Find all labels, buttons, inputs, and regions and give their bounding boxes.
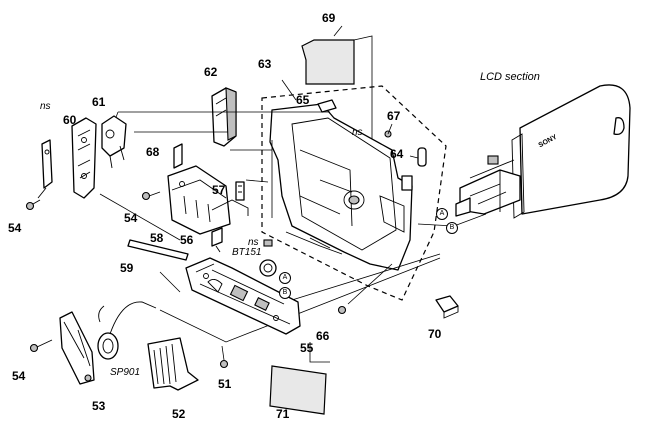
label-69: 69	[322, 11, 336, 25]
marker-a-lcd: A	[436, 208, 448, 220]
label-57: 57	[212, 183, 226, 197]
label-ns-middle: ns	[248, 237, 259, 248]
label-63: 63	[258, 57, 272, 71]
part-57	[235, 181, 245, 201]
part-56	[211, 227, 223, 253]
part-70	[435, 295, 459, 319]
part-60	[71, 117, 97, 199]
part-58	[167, 165, 249, 235]
label-71: 71	[276, 407, 290, 421]
label-55: 55	[300, 341, 314, 355]
label-56: 56	[180, 233, 194, 247]
part-63-main-frame	[261, 79, 447, 301]
label-70: 70	[428, 327, 442, 341]
label-51: 51	[218, 377, 232, 391]
marker-a-board: A	[279, 272, 291, 284]
label-67: 67	[387, 109, 401, 123]
label-ns-left: ns	[40, 101, 51, 112]
battery-bt151	[259, 259, 277, 277]
label-59: 59	[120, 261, 134, 275]
label-ns-frame: ns	[352, 127, 363, 138]
label-54-left: 54	[8, 221, 22, 235]
screw-54-left	[25, 199, 41, 211]
part-61	[101, 115, 127, 169]
label-54-mid: 54	[124, 211, 138, 225]
label-66: 66	[316, 329, 330, 343]
label-65: 65	[296, 93, 310, 107]
part-71-sheet	[269, 365, 327, 415]
lcd-section-assembly	[455, 84, 631, 219]
screw-54-mid	[141, 191, 161, 201]
label-lcd-section: LCD section	[480, 71, 540, 83]
part-ns-middle	[263, 239, 273, 247]
part-59	[127, 239, 189, 261]
speaker-sp901	[97, 301, 157, 360]
part-ns-bracket-left	[37, 139, 53, 199]
label-64: 64	[390, 147, 404, 161]
label-61: 61	[92, 95, 106, 109]
part-67	[384, 123, 393, 138]
screw-54-bottom	[29, 339, 53, 353]
label-bt151: BT151	[232, 247, 262, 258]
label-52: 52	[172, 407, 186, 421]
part-62	[211, 87, 237, 147]
part-64	[409, 147, 427, 167]
part-68	[173, 143, 183, 169]
part-53-bracket	[59, 311, 95, 385]
screw-66	[337, 305, 347, 315]
label-60: 60	[63, 113, 77, 127]
label-53: 53	[92, 399, 106, 413]
label-58: 58	[150, 231, 164, 245]
part-65	[317, 99, 337, 113]
part-52-flex-cable	[147, 337, 199, 391]
label-sp901: SP901	[110, 367, 141, 378]
marker-b-board: B	[279, 287, 291, 299]
screw-51	[219, 345, 229, 369]
part-55-board	[185, 257, 301, 335]
marker-b-lcd: B	[446, 222, 458, 234]
label-54-bottom: 54	[12, 369, 26, 383]
guide-lines	[99, 111, 487, 363]
label-62: 62	[204, 65, 218, 79]
label-68: 68	[146, 145, 160, 159]
part-69	[301, 25, 373, 214]
